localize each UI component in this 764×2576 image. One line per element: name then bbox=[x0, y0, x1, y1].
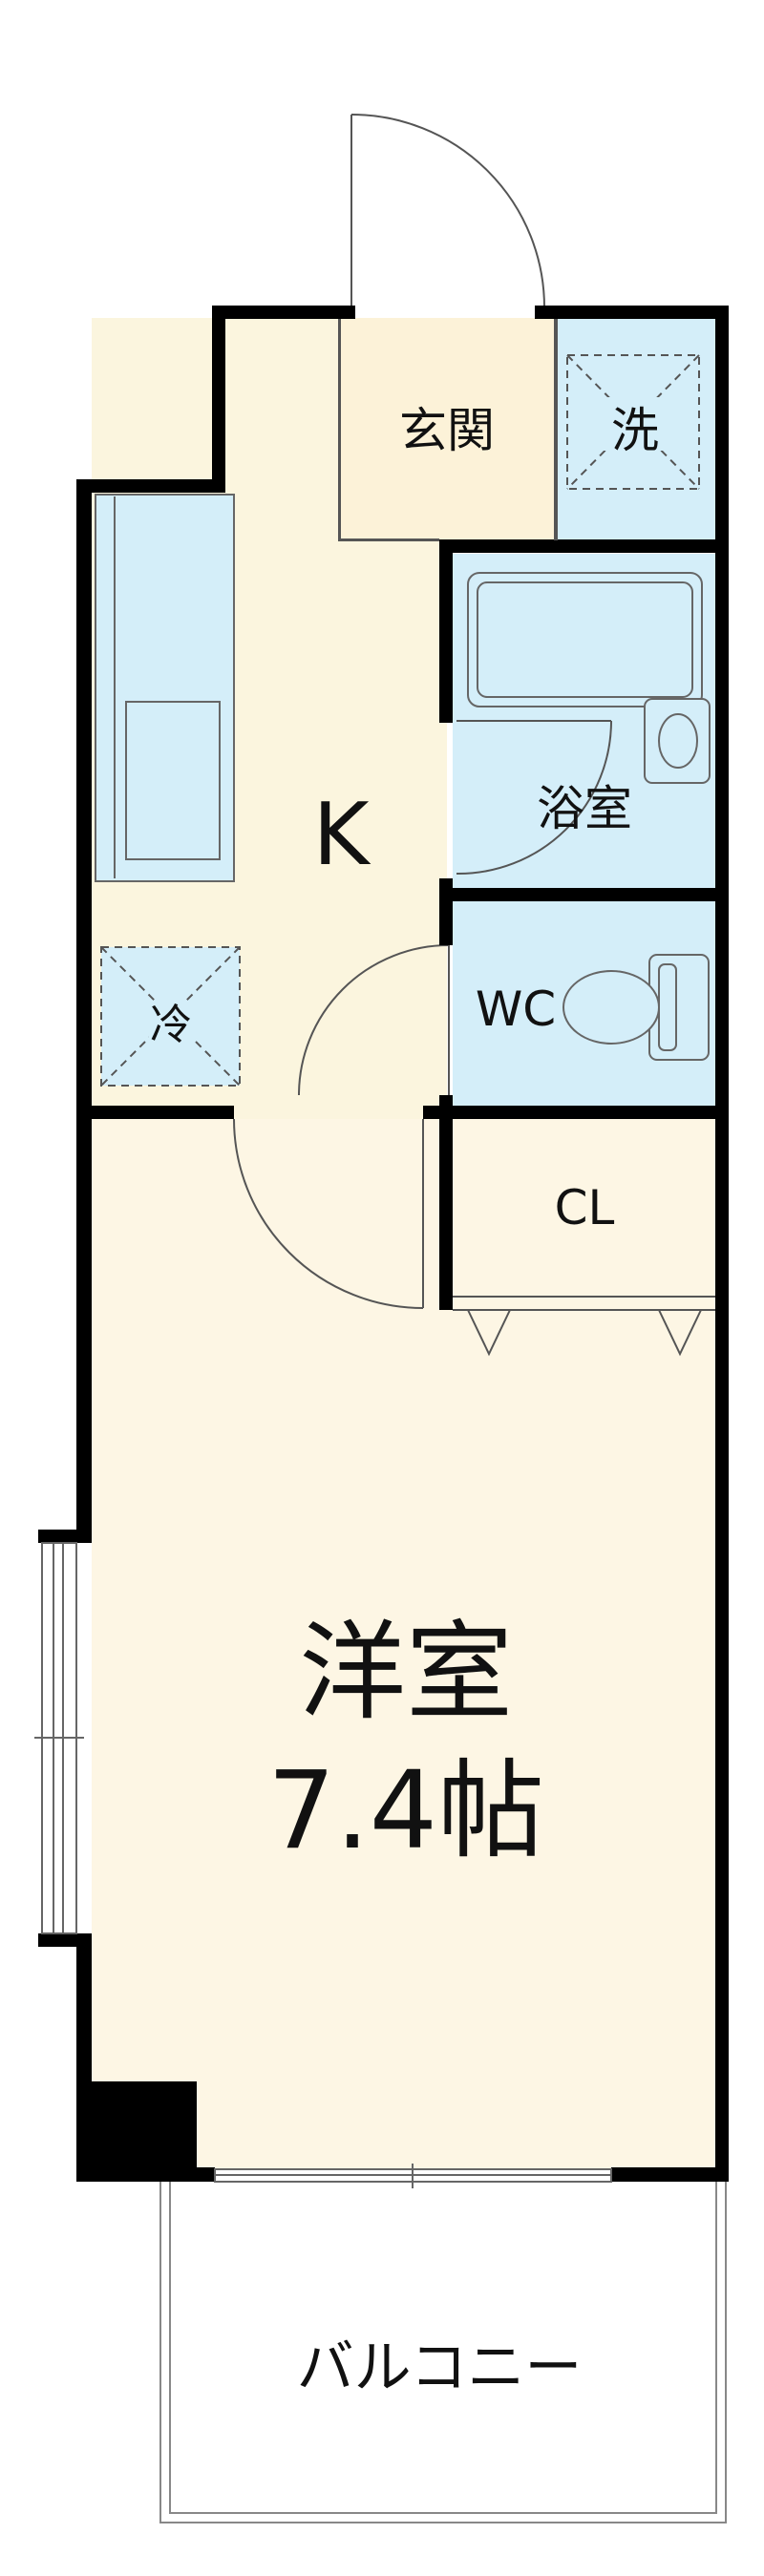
walls bbox=[38, 306, 729, 2182]
bathtub bbox=[467, 572, 703, 707]
wc-door bbox=[298, 944, 450, 1096]
washer-box bbox=[566, 354, 700, 490]
closet-folding-doors bbox=[453, 1296, 715, 1357]
fridge-label: 冷 bbox=[150, 1001, 192, 1049]
closet-label: CL bbox=[555, 1180, 615, 1235]
balcony-window bbox=[214, 2164, 612, 2188]
western-room-name: 洋室 bbox=[299, 1611, 513, 1735]
bay-window bbox=[34, 1542, 84, 1934]
balcony-label: バルコニー bbox=[297, 2334, 583, 2401]
genkan-floor bbox=[339, 318, 554, 539]
bath-sink bbox=[644, 698, 711, 784]
kitchen-label: K bbox=[312, 785, 371, 885]
toilet bbox=[562, 954, 710, 1061]
entrance-door bbox=[350, 114, 545, 308]
western-room-floor bbox=[92, 1119, 715, 2169]
kitchen-sink bbox=[125, 701, 221, 860]
room-door bbox=[233, 1118, 424, 1309]
western-room-size: 7.4帖 bbox=[267, 1749, 544, 1873]
bath-label: 浴室 bbox=[537, 781, 632, 836]
wc-label: WC bbox=[476, 982, 556, 1037]
washer-label: 洗 bbox=[611, 403, 659, 458]
genkan-label: 玄関 bbox=[399, 403, 495, 458]
fridge-space bbox=[100, 946, 241, 1087]
balcony bbox=[159, 2182, 727, 2523]
bath-door bbox=[456, 720, 612, 876]
